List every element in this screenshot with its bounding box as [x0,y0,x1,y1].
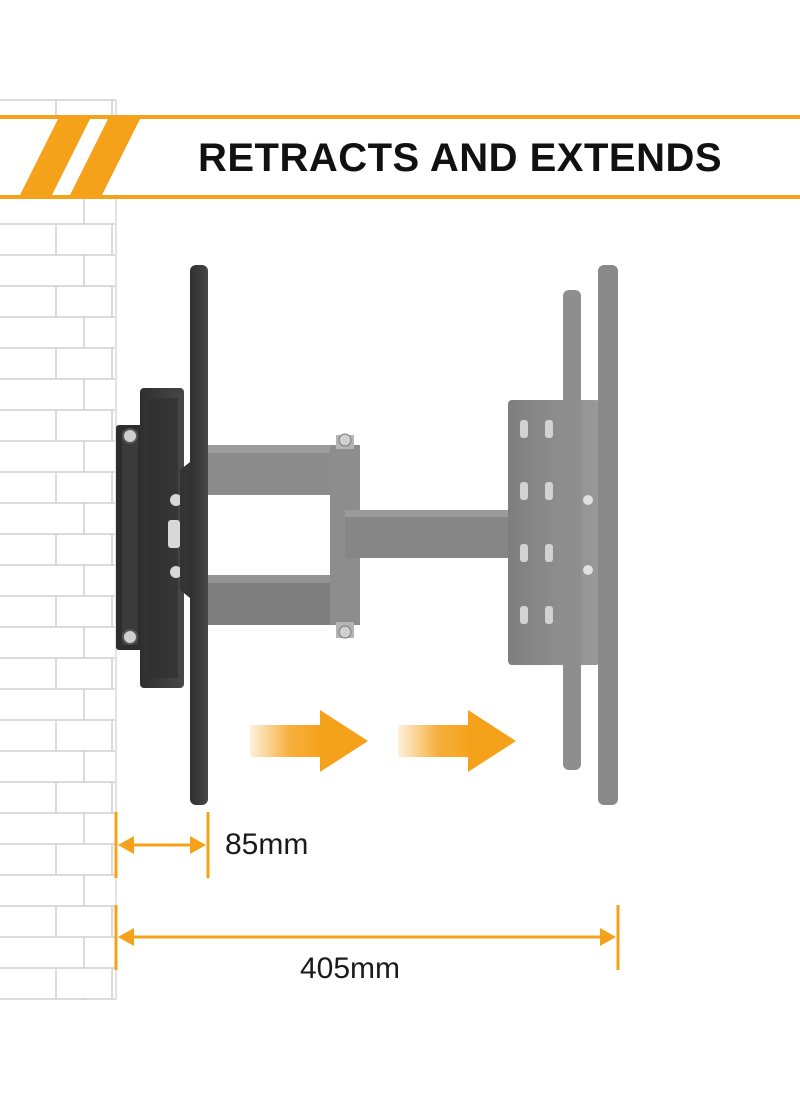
page-title: RETRACTS AND EXTENDS [197,136,723,180]
extend-direction-arrows [250,710,516,772]
brick-wall [0,99,117,1000]
arrow-right-icon [398,710,516,772]
retracted-depth-label: 85mm [225,828,309,861]
dimension-85mm [114,812,210,878]
extended-mount [208,265,618,805]
arrow-right-icon [250,710,368,772]
extended-depth-label: 405mm [300,952,401,985]
dimension-405mm [114,905,620,970]
banner-stripes-icon [20,119,140,195]
title-banner [0,115,800,199]
retracted-mount [116,265,208,805]
